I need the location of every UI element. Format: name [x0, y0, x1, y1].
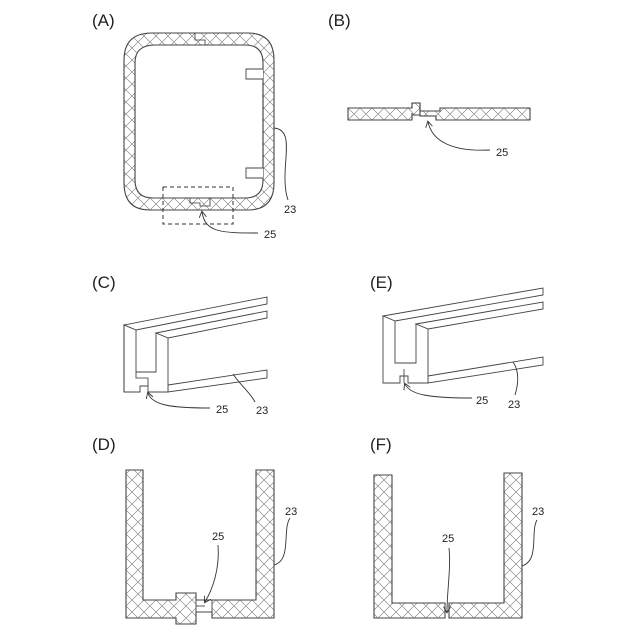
panel-c: (C) 25 23 [92, 273, 268, 417]
panel-c-leader-25 [148, 393, 210, 408]
panel-a-callout-23: 23 [284, 204, 296, 216]
panel-b-callout-25: 25 [496, 147, 508, 159]
panel-c-label: (C) [92, 273, 116, 292]
panel-d: (D) 25 23 [92, 435, 297, 624]
panel-f-label: (F) [370, 435, 392, 454]
panel-c-end-profile [124, 325, 168, 392]
panel-e-leader-25 [405, 384, 472, 398]
panel-b-left-strip [348, 103, 420, 120]
panel-b: (B) 25 [328, 11, 530, 159]
panel-a: (A) 23 25 [92, 11, 296, 241]
panel-a-label: (A) [92, 11, 115, 30]
panel-b-label: (B) [328, 11, 351, 30]
panel-e: (E) 25 23 [370, 273, 543, 411]
panel-d-callout-25: 25 [212, 531, 224, 543]
panel-c-callout-23: 23 [256, 405, 268, 417]
panel-a-leader-23 [274, 128, 288, 200]
panel-f-leader-25 [447, 548, 450, 612]
panel-b-right-strip [420, 108, 530, 120]
panel-e-label: (E) [370, 273, 393, 292]
panel-d-callout-23: 23 [285, 506, 297, 518]
panel-e-bottom-face [428, 357, 543, 383]
panel-e-end-profile [383, 316, 428, 383]
panel-f-left-half [374, 475, 445, 618]
panel-a-leader-25 [202, 212, 258, 233]
panel-f: (F) 25 23 [370, 435, 544, 618]
panel-e-callout-23: 23 [508, 399, 520, 411]
panel-f-leader-23 [522, 520, 537, 566]
panel-c-bottom-face [168, 370, 267, 392]
panel-c-callout-25: 25 [216, 404, 228, 416]
panel-d-leader-25 [205, 545, 218, 602]
panel-b-leader-25 [428, 122, 490, 150]
panel-e-callout-25: 25 [476, 395, 488, 407]
panel-a-side-bracket-lower [246, 168, 263, 178]
panel-f-callout-23: 23 [532, 506, 544, 518]
panel-f-callout-25: 25 [442, 533, 454, 545]
panel-f-right-half [449, 473, 522, 618]
panel-a-callout-25: 25 [264, 229, 276, 241]
panel-d-label: (D) [92, 435, 116, 454]
panel-a-wall [124, 33, 274, 210]
panel-d-leader-23 [274, 518, 290, 565]
panel-a-side-bracket-upper [246, 69, 263, 79]
